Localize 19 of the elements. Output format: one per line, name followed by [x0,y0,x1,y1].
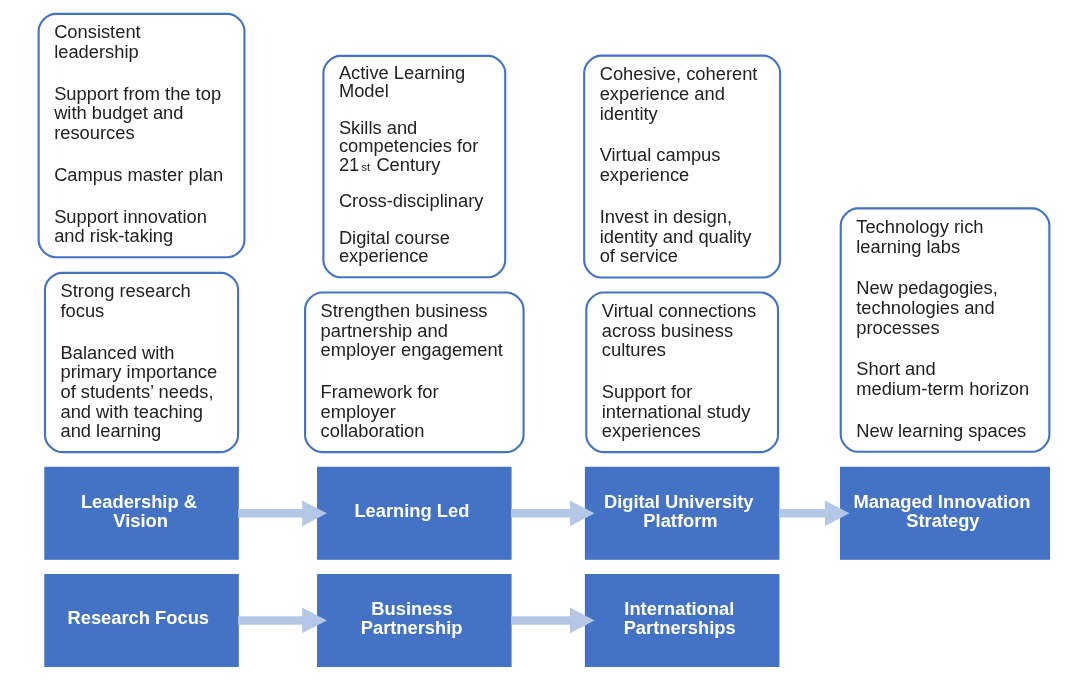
arrow [237,607,327,634]
node-box: Research Focus [43,573,239,667]
node-box: Leadership & Vision [43,466,239,560]
node-box: Cohesive, coherent experience and identity Virtual campus experience Invest in design, identity and quality of service [582,54,781,279]
node-box: Learning Led [316,466,512,560]
arrow [237,500,327,527]
node-box: Strengthen business partnership and employer engagement Framework for employer collaboration [303,291,525,454]
node-box: Virtual connections across business cultures Support for international study experiences [584,291,779,454]
node-box: Managed Innovation Strategy [839,466,1050,560]
arrow [778,500,849,527]
node-box: Digital University Platform [584,466,779,560]
node-box: Business Partnership [316,573,512,667]
node-box: Strong research focus Balanced with primary importance of students’ needs, and with teaching and learning [43,271,239,454]
node-box: Technology rich learning labs New pedagogies, technologies and processes Short and medium-term horizon New learning spaces [839,207,1050,453]
node-box: Active Learning Model Skills and competencies for 21st Century Cross-disciplinary Digital course experience [321,54,506,279]
arrow [510,607,594,634]
node-box: Consistent leadership Support from the top with budget and resources Campus master plan Support innovation and risk-taking [37,12,245,259]
node-box: International Partnerships [584,573,779,667]
arrow [510,500,594,527]
